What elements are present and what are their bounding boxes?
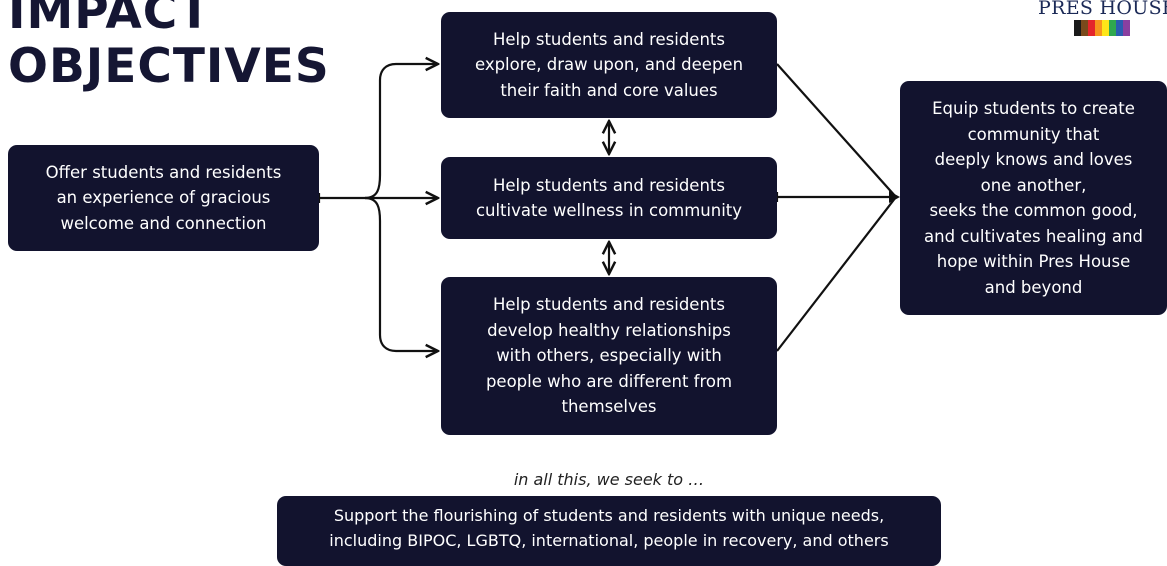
logo-stripe-7 [1122,20,1130,36]
pride-stripes [1038,20,1165,36]
box-faith-text: Help students and residents explore, dra… [474,29,744,100]
arrow-to-relations [364,196,438,351]
pres-house-logo: PRES HOUSE [1038,0,1167,36]
box-equip-community: Equip students to create community that … [900,81,1167,315]
logo-stripe-5 [1108,20,1116,36]
page-title: IMPACT OBJECTIVES [8,0,330,94]
box-healthy-relationships: Help students and residents develop heal… [441,277,777,435]
title-line-2: OBJECTIVES [8,39,330,94]
arrow-to-faith [364,64,438,200]
box-support-flourishing: Support the flourishing of students and … [277,496,941,566]
box-support-text: Support the flourishing of students and … [329,506,889,550]
logo-stripe-1 [1080,20,1088,36]
line-faith-to-equip [776,63,897,198]
line-relations-to-equip [776,196,897,352]
box-equip-text: Equip students to create community that … [924,99,1143,297]
box-faith-values: Help students and residents explore, dra… [441,12,777,118]
logo-text: PRES HOUSE [1038,0,1167,19]
logo-stripe-3 [1094,20,1102,36]
box-offer-welcome: Offer students and residents an experien… [8,145,319,251]
title-line-1: IMPACT [8,0,212,40]
seek-caption: in all this, we seek to … [513,470,705,489]
box-wellness-text: Help students and residents cultivate we… [475,175,743,221]
logo-stripe-6 [1115,20,1123,36]
box-wellness-community: Help students and residents cultivate we… [441,157,777,239]
logo-stripe-4 [1101,20,1109,36]
logo-stripe-2 [1087,20,1095,36]
logo-stripe-0 [1073,20,1081,36]
box-relations-text: Help students and residents develop heal… [485,295,733,417]
box-offer-text: Offer students and residents an experien… [45,162,282,233]
connector-lines [317,0,900,552]
arrowhead-equip [889,191,900,203]
